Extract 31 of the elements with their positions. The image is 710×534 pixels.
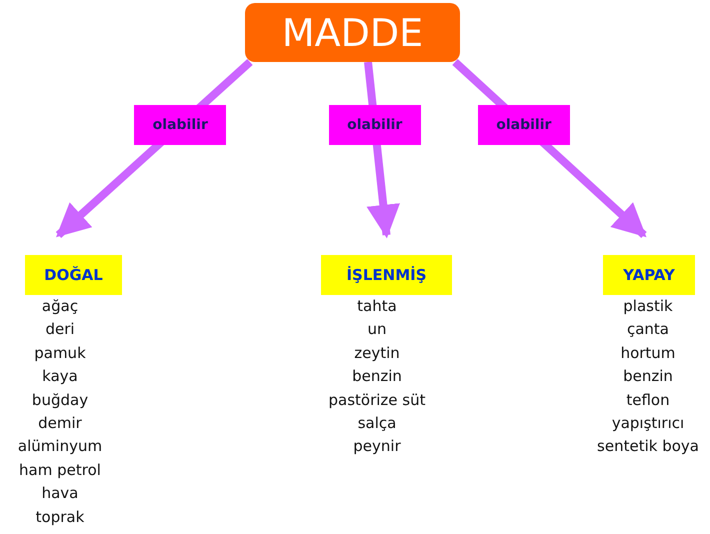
- list-item: salça: [358, 414, 396, 432]
- list-item: pastörize süt: [328, 390, 426, 409]
- title-box: MADDE: [245, 3, 460, 62]
- list-item: ağaç: [42, 297, 78, 315]
- list-item: alüminyum: [18, 437, 102, 456]
- list-item: demir: [38, 414, 82, 432]
- list-item: plastik: [623, 297, 673, 315]
- edge-label: olabilir: [134, 105, 226, 145]
- list-item: kaya: [42, 367, 78, 386]
- list-item: pamuk: [34, 344, 86, 362]
- list-item: benzin: [623, 367, 673, 386]
- list-item: benzin: [352, 367, 402, 386]
- list-item: çanta: [626, 320, 670, 338]
- list-item: toprak: [36, 508, 84, 526]
- list-item: un: [368, 320, 386, 338]
- list-item: hava: [42, 484, 78, 502]
- edge-label: olabilir: [328, 105, 421, 145]
- list-item: sentetik boya: [597, 437, 699, 456]
- list-item: buğday: [32, 390, 88, 409]
- list-item: ham petrol: [19, 460, 101, 479]
- list-item: peynir: [353, 437, 401, 456]
- list-item: yapıştırıcı: [612, 414, 684, 432]
- category-box: YAPAY: [603, 255, 695, 295]
- list-item: zeytin: [354, 344, 400, 362]
- edge-label: olabilir: [478, 105, 570, 145]
- list-item: teflon: [626, 390, 670, 409]
- category-box: DOĞAL: [25, 255, 122, 295]
- category-box: İŞLENMİŞ: [321, 255, 452, 295]
- list-item: tahta: [357, 297, 397, 315]
- list-item: hortum: [620, 344, 676, 362]
- list-item: deri: [45, 320, 75, 338]
